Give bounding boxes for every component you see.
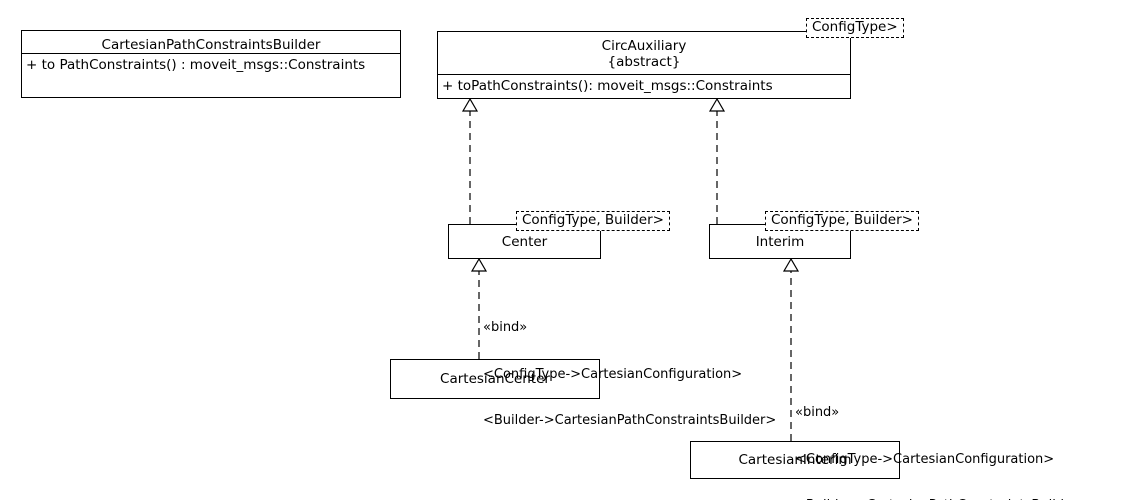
relationship-interim-to-circauxiliary [708,97,726,224]
class-box-cartesian-interim[interactable]: CartesianInterim [690,441,900,479]
template-parameter-box-center: ConfigType, Builder> [516,211,670,231]
class-box-cartesian-path-constraints-builder[interactable]: CartesianPathConstraintsBuilder + to Pat… [21,30,401,98]
bind-substitution-builder: <Builder->CartesianPathConstraintsBuilde… [795,498,1088,500]
class-name-circ-auxiliary: CircAuxiliary [601,38,687,54]
class-divider [22,53,400,54]
relationship-cartesiancenter-to-center [470,257,488,359]
class-operation-to-path-constraints: + to PathConstraints() : moveit_msgs::Co… [26,57,366,73]
class-name-cartesian-interim: CartesianInterim [738,452,852,468]
class-name-cartesian-center: CartesianCenter [440,371,550,387]
relationship-center-to-circauxiliary [461,97,479,224]
template-parameter-box-interim: ConfigType, Builder> [765,211,919,231]
class-name-interim: Interim [755,233,805,250]
class-divider [438,74,850,75]
bind-substitution-configtype: <ConfigType->CartesianConfiguration> [483,366,743,382]
class-name-cartesian-path-constraints-builder: CartesianPathConstraintsBuilder [101,37,321,53]
relationship-cartesianinterim-to-interim [782,257,800,441]
class-name-center: Center [501,233,548,250]
class-box-circ-auxiliary[interactable]: CircAuxiliary {abstract} + toPathConstra… [437,31,851,99]
bind-stereotype: «bind» [483,320,528,335]
bind-substitution-configtype: <ConfigType->CartesianConfiguration> [795,451,1055,467]
class-box-cartesian-center[interactable]: CartesianCenter [390,359,600,399]
template-parameter-box-circ-auxiliary: ConfigType> [806,18,904,38]
class-modifier-abstract: {abstract} [607,54,681,70]
bind-substitution-builder: <Builder->CartesianPathConstraintsBuilde… [483,413,777,428]
bind-label-cartesian-center: «bind» <ConfigType->CartesianConfigurati… [483,289,776,460]
bind-stereotype: «bind» [795,405,840,420]
class-operation-to-path-constraints: + toPathConstraints(): moveit_msgs::Cons… [442,78,773,94]
bind-label-cartesian-interim: «bind» <ConfigType->CartesianConfigurati… [795,374,1088,500]
